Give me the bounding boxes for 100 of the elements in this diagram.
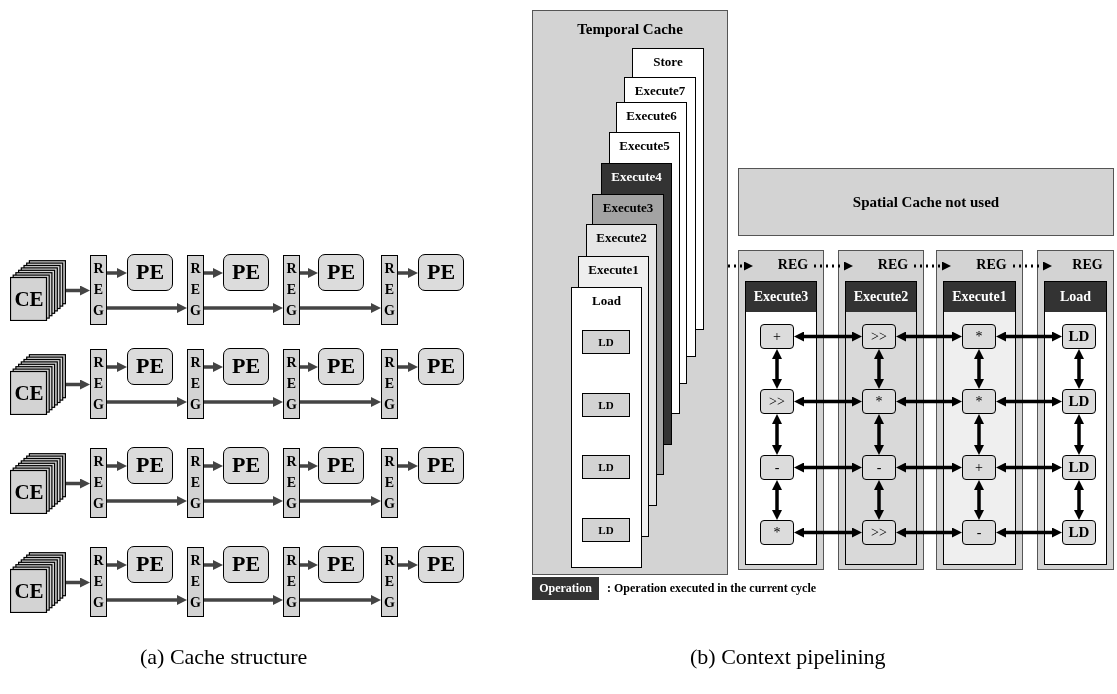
processing-element: PE [223,254,269,291]
processing-element: PE [418,254,464,291]
operation-node: - [862,455,896,480]
processing-element: PE [418,546,464,583]
cache-banner: Spatial Cache not used [738,168,1114,236]
double-arrow [1074,349,1084,389]
register-column [936,250,1023,570]
register-bar: R E G [381,448,398,518]
arrow [204,362,223,372]
register-column [838,250,924,570]
processing-element: PE [318,348,364,385]
context-card: Store [632,48,704,77]
block-label: CE [13,286,45,313]
operation-node: >> [760,389,794,414]
operation-node: + [962,455,996,480]
arrow [66,577,90,588]
register-bar: R E G [283,349,300,419]
operation-column [745,281,817,565]
register-bar: R E G [381,349,398,419]
context-card [571,287,642,568]
arrow [300,496,381,506]
legend-text: : Operation executed in the current cycle [607,581,817,596]
double-arrow [896,396,962,407]
arrow [300,461,318,471]
card-title: Load [591,293,622,309]
operation-node: + [760,324,794,349]
load-operation: LD [582,393,630,417]
double-arrow [794,331,862,342]
arrow [204,303,283,313]
column-title: REG [876,257,910,273]
register-bar: R E G [381,547,398,617]
operation-node: * [760,520,794,545]
arrow [107,268,127,278]
register-bar: R E G [187,349,204,419]
double-arrow [974,480,984,520]
load-operation: LD [582,455,630,479]
column-header: Load [1045,282,1106,312]
processing-element: PE [318,546,364,583]
processing-element: PE [318,447,364,484]
arrow [398,362,418,372]
arrow [204,595,283,605]
legend-swatch: Operation [532,577,599,600]
register-bar: R E G [187,255,204,325]
operation-node: * [962,324,996,349]
operation-node: LD [1062,455,1096,480]
processing-element: PE [223,546,269,583]
arrow [66,478,90,489]
column-title: REG [975,257,1008,273]
context-card: Execute6 [616,102,687,132]
ce-stack [10,260,66,321]
double-arrow [1074,480,1084,520]
double-arrow [794,396,862,407]
arrow [300,268,318,278]
processing-element: PE [127,254,173,291]
operation-node: - [962,520,996,545]
double-arrow [996,331,1062,342]
ce-stack [10,354,66,415]
double-arrow [772,414,782,455]
double-arrow [896,527,962,538]
arrow [398,560,418,570]
arrow [204,496,283,506]
context-card: Execute1 [578,256,649,287]
double-arrow [874,480,884,520]
processing-element: PE [127,348,173,385]
register-bar: R E G [90,349,107,419]
figure-caption: (a) Cache structure [140,644,308,670]
arrow [300,560,318,570]
arrow [204,461,223,471]
arrow [107,362,127,372]
double-arrow [996,462,1062,473]
processing-element: PE [418,348,464,385]
arrow [300,595,381,605]
arrow [107,461,127,471]
arrow [204,560,223,570]
dotted-arrow [1013,261,1052,271]
arrow [107,303,187,313]
context-card: Execute3 [592,194,664,224]
double-arrow [996,527,1062,538]
arrow [107,397,187,407]
arrow [300,303,381,313]
cache-panel [532,10,728,575]
operation-node: - [760,455,794,480]
ce-stack [10,453,66,514]
processing-element: PE [418,447,464,484]
register-bar: R E G [90,255,107,325]
double-arrow [896,462,962,473]
double-arrow [974,414,984,455]
operation-node: * [862,389,896,414]
figure-caption: (b) Context pipelining [690,644,886,670]
operation-node: LD [1062,389,1096,414]
register-bar: R E G [283,255,300,325]
register-bar: R E G [283,547,300,617]
block-label: CE [13,380,45,407]
arrow [107,496,187,506]
register-bar: R E G [187,448,204,518]
load-operation: LD [582,330,630,354]
dotted-arrow [728,261,753,271]
context-card: Execute4 [601,163,672,194]
dotted-arrow [914,261,951,271]
arrow [204,268,223,278]
